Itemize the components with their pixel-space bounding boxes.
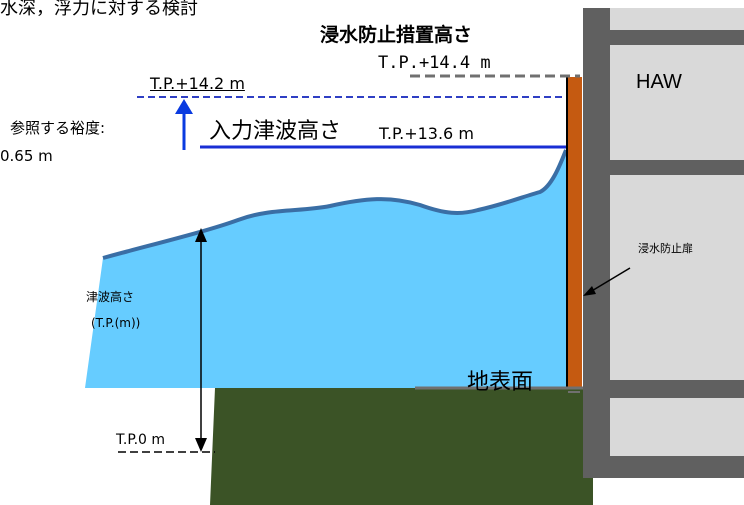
header-title: 水深，浮力に対する検討	[0, 0, 198, 19]
flood-height-label: 浸水防止措置高さ	[320, 24, 473, 46]
tsunami-height-label: 津波高さ	[86, 290, 135, 304]
door-label-pointer-head	[583, 286, 596, 296]
tsunami-height-arrow-top	[195, 228, 207, 242]
room-haw	[610, 8, 744, 30]
water-surface-line	[102, 149, 568, 260]
ground-surface-label: 地表面	[467, 370, 534, 395]
flood-height-value: T.P.+14.4 m	[378, 53, 491, 73]
room-haw-main	[610, 45, 744, 160]
margin-arrow-head	[175, 99, 193, 114]
water-body	[85, 150, 566, 388]
door-label: 浸水防止扉	[638, 242, 693, 255]
tsunami-height-arrow-bottom	[195, 438, 207, 452]
input-tsunami-value: T.P.+13.6 m	[379, 124, 474, 143]
room-lower	[610, 398, 744, 456]
margin-label: 参照する裕度:	[10, 119, 106, 137]
tsunami-height-unit: (T.P.(m))	[91, 316, 141, 330]
input-tsunami-label: 入力津波高さ	[209, 119, 342, 144]
tp0-label: T.P.0 m	[116, 432, 166, 448]
ref-level-label: T.P.+14.2 m	[150, 74, 245, 93]
margin-value: 0.65 m	[0, 147, 53, 165]
flood-door	[567, 77, 582, 388]
room-haw-label: HAW	[636, 71, 682, 93]
door-label-pointer	[589, 267, 631, 293]
room-middle	[610, 175, 744, 380]
